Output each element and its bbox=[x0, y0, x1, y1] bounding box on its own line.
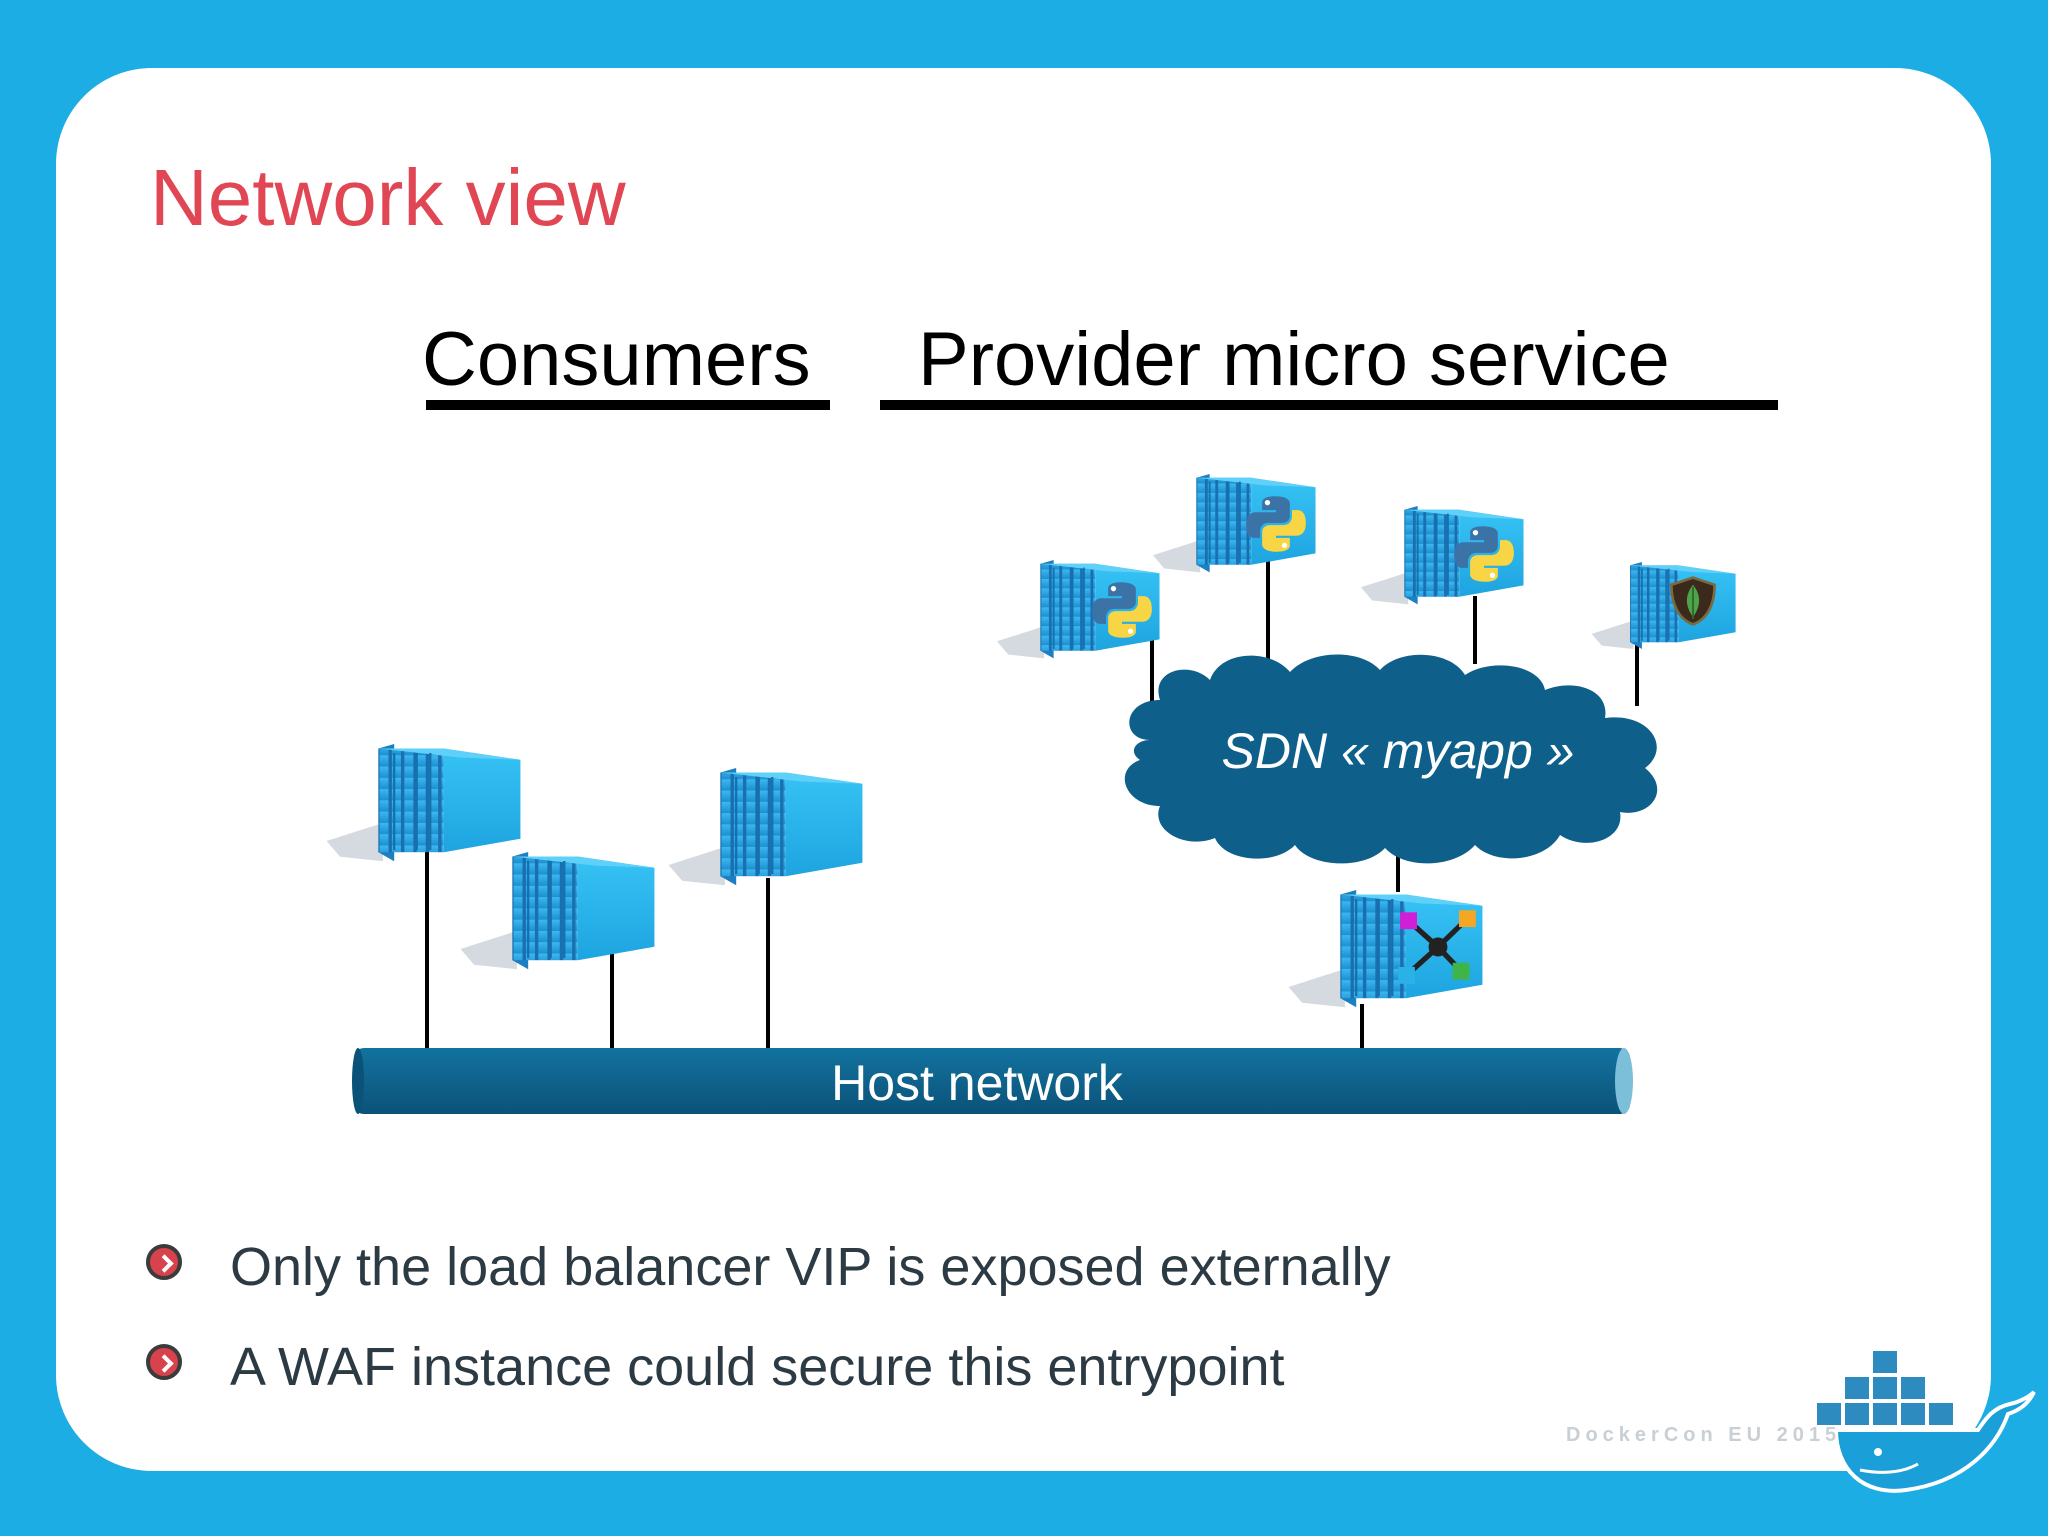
heading-consumers: Consumers bbox=[422, 317, 811, 402]
slide-title: Network view bbox=[150, 153, 626, 242]
sdn-label: SDN « myapp » bbox=[1222, 723, 1575, 779]
host-network-label: Host network bbox=[831, 1055, 1124, 1111]
provider-container-python-1 bbox=[995, 560, 1161, 660]
heading-provider: Provider micro service bbox=[918, 317, 1670, 402]
provider-container-mongodb bbox=[1590, 562, 1737, 651]
bullet-text: Only the load balancer VIP is exposed ex… bbox=[230, 1237, 1391, 1297]
consumer-container-1 bbox=[325, 744, 522, 863]
chevron-right-icon bbox=[146, 1244, 182, 1280]
consumer-container-3 bbox=[667, 768, 864, 887]
consumer-container-2 bbox=[459, 852, 656, 971]
underline-provider bbox=[880, 400, 1778, 410]
footer-event-label: DockerCon EU 2015 bbox=[1566, 1424, 1842, 1446]
load-balancer-container bbox=[1287, 890, 1484, 1009]
chevron-right-icon bbox=[146, 1344, 182, 1380]
provider-container-python-2 bbox=[1151, 474, 1317, 574]
host-network-bar bbox=[352, 1048, 1633, 1114]
sdn-cloud bbox=[1124, 654, 1658, 864]
docker-whale-icon bbox=[1815, 1349, 2036, 1493]
underline-consumers bbox=[426, 400, 830, 410]
provider-container-python-3 bbox=[1359, 506, 1525, 606]
bullet-text: A WAF instance could secure this entrypo… bbox=[230, 1337, 1285, 1397]
